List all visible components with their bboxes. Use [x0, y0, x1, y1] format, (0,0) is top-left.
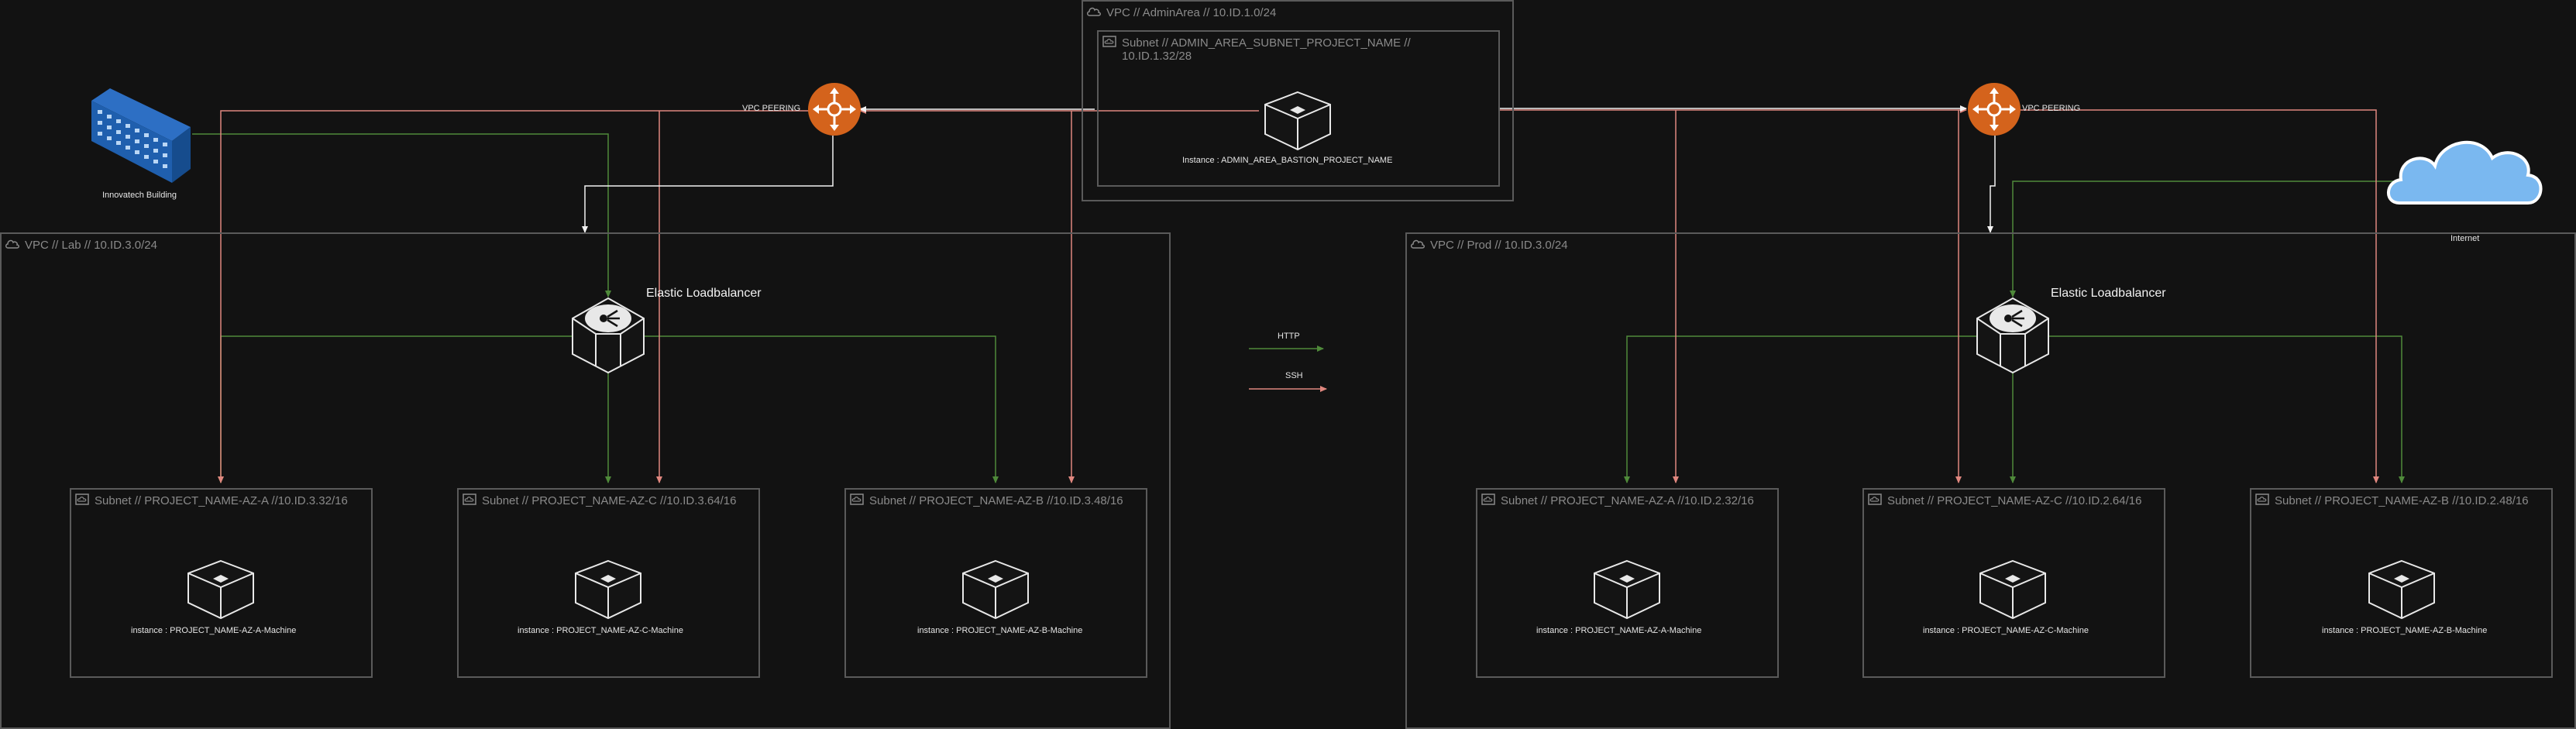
subnet-lock-icon — [850, 493, 864, 505]
legend-ssh-label: SSH — [1285, 371, 1303, 380]
legend-http-label: HTTP — [1278, 332, 1300, 341]
vpc-prod-label: VPC // Prod // 10.ID.3.0/24 — [1430, 239, 1568, 252]
building-icon — [91, 88, 191, 183]
lab-instance-a-label: instance : PROJECT_NAME-AZ-A-Machine — [131, 626, 297, 635]
subnet-lock-icon — [463, 493, 476, 505]
prod-subnet-a: Subnet // PROJECT_NAME-AZ-A //10.ID.2.32… — [1476, 488, 1779, 678]
vpc-admin: VPC // AdminArea // 10.ID.1.0/24 — [1082, 0, 1514, 201]
vpc-peering-right-icon — [1966, 81, 2022, 137]
lab-subnet-c: Subnet // PROJECT_NAME-AZ-C //10.ID.3.64… — [457, 488, 760, 678]
prod-instance-c-label: instance : PROJECT_NAME-AZ-C-Machine — [1923, 626, 2089, 635]
subnet-lock-icon — [1102, 36, 1116, 47]
vpc-lab-label: VPC // Lab // 10.ID.3.0/24 — [25, 239, 157, 252]
prod-instance-a-label: instance : PROJECT_NAME-AZ-A-Machine — [1536, 626, 1702, 635]
lab-subnet-b: Subnet // PROJECT_NAME-AZ-B //10.ID.3.48… — [844, 488, 1147, 678]
vpc-peering-left-label: VPC PEERING — [742, 104, 801, 113]
internet-label: Internet — [2450, 234, 2480, 243]
prod-instance-b-label: instance : PROJECT_NAME-AZ-B-Machine — [2322, 626, 2488, 635]
lab-instance-c-label: instance : PROJECT_NAME-AZ-C-Machine — [518, 626, 683, 635]
prod-loadbalancer-label: Elastic Loadbalancer — [2051, 287, 2166, 300]
vpc-cloud-icon — [1411, 239, 1425, 249]
vpc-prod: VPC // Prod // 10.ID.3.0/24 — [1405, 232, 2576, 729]
bastion-instance-label: Instance : ADMIN_AREA_BASTION_PROJECT_NA… — [1182, 156, 1393, 165]
prod-subnet-c: Subnet // PROJECT_NAME-AZ-C //10.ID.2.64… — [1862, 488, 2165, 678]
lab-subnet-a: Subnet // PROJECT_NAME-AZ-A //10.ID.3.32… — [70, 488, 373, 678]
subnet-lock-icon — [75, 493, 89, 505]
vpc-lab: VPC // Lab // 10.ID.3.0/24 — [0, 232, 1171, 729]
vpc-cloud-icon — [5, 239, 19, 249]
cloud-icon — [2387, 140, 2543, 205]
building-label: Innovatech Building — [102, 191, 177, 200]
vpc-cloud-icon — [1087, 7, 1101, 16]
lab-subnet-b-label: Subnet // PROJECT_NAME-AZ-B //10.ID.3.48… — [869, 494, 1123, 507]
lab-subnet-c-label: Subnet // PROJECT_NAME-AZ-C //10.ID.3.64… — [482, 494, 737, 507]
lab-instance-b-label: instance : PROJECT_NAME-AZ-B-Machine — [917, 626, 1083, 635]
vpc-peering-right-label: VPC PEERING — [2022, 104, 2081, 113]
subnet-admin-label-line2: 10.ID.1.32/28 — [1122, 50, 1192, 63]
subnet-admin: Subnet // ADMIN_AREA_SUBNET_PROJECT_NAME… — [1097, 30, 1500, 187]
prod-subnet-b-label: Subnet // PROJECT_NAME-AZ-B //10.ID.2.48… — [2275, 494, 2529, 507]
vpc-admin-label: VPC // AdminArea // 10.ID.1.0/24 — [1106, 6, 1277, 19]
prod-subnet-a-label: Subnet // PROJECT_NAME-AZ-A //10.ID.2.32… — [1501, 494, 1754, 507]
subnet-admin-label-line1: Subnet // ADMIN_AREA_SUBNET_PROJECT_NAME… — [1122, 36, 1411, 50]
subnet-lock-icon — [2255, 493, 2269, 505]
subnet-lock-icon — [1868, 493, 1882, 505]
http-connections — [192, 133, 2405, 483]
vpc-peering-left-icon — [807, 81, 862, 137]
ssh-connections — [218, 107, 2379, 483]
lab-loadbalancer-label: Elastic Loadbalancer — [646, 287, 762, 300]
peering-connections — [582, 105, 1996, 233]
prod-subnet-b: Subnet // PROJECT_NAME-AZ-B //10.ID.2.48… — [2250, 488, 2553, 678]
prod-subnet-c-label: Subnet // PROJECT_NAME-AZ-C //10.ID.2.64… — [1887, 494, 2142, 507]
subnet-lock-icon — [1481, 493, 1495, 505]
lab-subnet-a-label: Subnet // PROJECT_NAME-AZ-A //10.ID.3.32… — [95, 494, 348, 507]
